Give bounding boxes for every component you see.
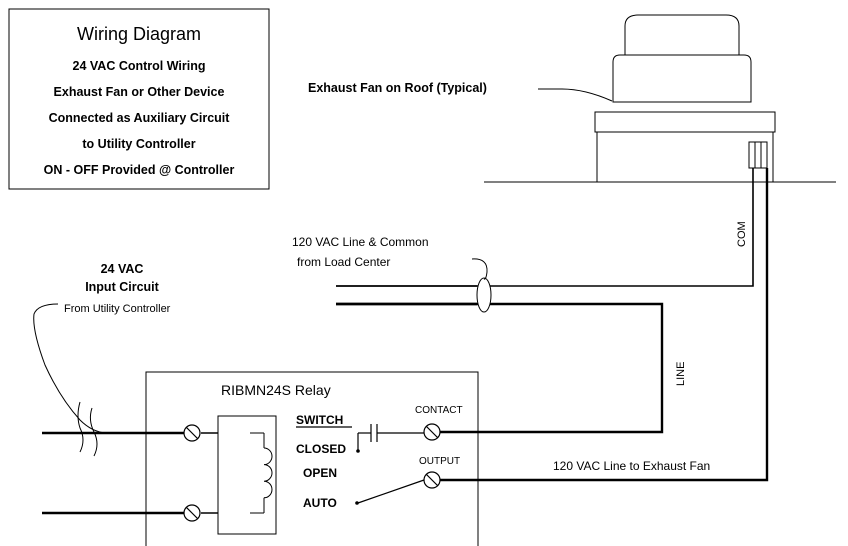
relay-enclosure bbox=[145, 371, 479, 546]
title-box-line-5: ON - OFF Provided @ Controller bbox=[44, 163, 235, 177]
closed-contact-dot bbox=[356, 449, 360, 453]
fan-junction-box bbox=[748, 141, 768, 169]
title-box-line-3: Connected as Auxiliary Circuit bbox=[49, 111, 231, 125]
fan-curb-cap bbox=[594, 111, 776, 133]
title-box: Wiring Diagram 24 VAC Control Wiring Exh… bbox=[8, 8, 270, 190]
title-box-line-1: 24 VAC Control Wiring bbox=[73, 59, 206, 73]
input-label-line-1: 24 VAC bbox=[101, 262, 144, 276]
output-wire-label: 120 VAC Line to Exhaust Fan bbox=[553, 459, 710, 473]
supply-label-line-1: 120 VAC Line & Common bbox=[292, 235, 429, 249]
fan-hood-base bbox=[612, 54, 752, 103]
output-terminal-label: OUTPUT bbox=[419, 456, 460, 467]
exhaust-fan bbox=[484, 14, 836, 183]
supply-leader bbox=[471, 258, 488, 280]
supply-label-line-2: from Load Center bbox=[297, 255, 390, 269]
input-label-line-3: From Utility Controller bbox=[64, 303, 171, 315]
switch-label: SWITCH bbox=[296, 413, 343, 427]
fan-label: Exhaust Fan on Roof (Typical) bbox=[308, 81, 487, 95]
auto-contact-dot bbox=[355, 501, 359, 505]
com-wire-label: COM bbox=[736, 221, 748, 247]
contact-terminal bbox=[423, 423, 441, 441]
com-wire bbox=[336, 168, 754, 287]
input-label-line-2: Input Circuit bbox=[85, 280, 159, 294]
title-box-line-4: to Utility Controller bbox=[82, 137, 195, 151]
relay: RIBMN24S Relay SWITCH CLOSED OPEN AUTO bbox=[145, 371, 479, 546]
title-box-heading: Wiring Diagram bbox=[77, 24, 201, 44]
relay-title: RIBMN24S Relay bbox=[221, 382, 331, 398]
coil-terminal-1 bbox=[183, 424, 201, 442]
switch-arm bbox=[357, 479, 425, 504]
fan-hood-top bbox=[624, 14, 740, 59]
switch-open-label: OPEN bbox=[303, 466, 337, 480]
cable-bundle-marker bbox=[476, 277, 492, 313]
line-wire-label: LINE bbox=[675, 362, 687, 386]
input-wire-twist-2 bbox=[89, 407, 98, 457]
switch-auto-label: AUTO bbox=[303, 496, 337, 510]
contact-terminal-label: CONTACT bbox=[415, 405, 463, 416]
switch-closed-label: CLOSED bbox=[296, 442, 346, 456]
output-wire bbox=[440, 168, 769, 482]
fan-label-leader bbox=[538, 88, 613, 102]
line-wire bbox=[336, 302, 664, 434]
output-terminal bbox=[423, 471, 441, 489]
input-wire-twist-1 bbox=[77, 401, 84, 453]
input-leader bbox=[33, 303, 107, 434]
relay-coil-frame bbox=[217, 415, 277, 535]
title-box-line-2: Exhaust Fan or Other Device bbox=[54, 85, 225, 99]
coil-terminal-2 bbox=[183, 504, 201, 522]
relay-coil bbox=[263, 447, 273, 499]
fan-curb bbox=[596, 131, 774, 183]
